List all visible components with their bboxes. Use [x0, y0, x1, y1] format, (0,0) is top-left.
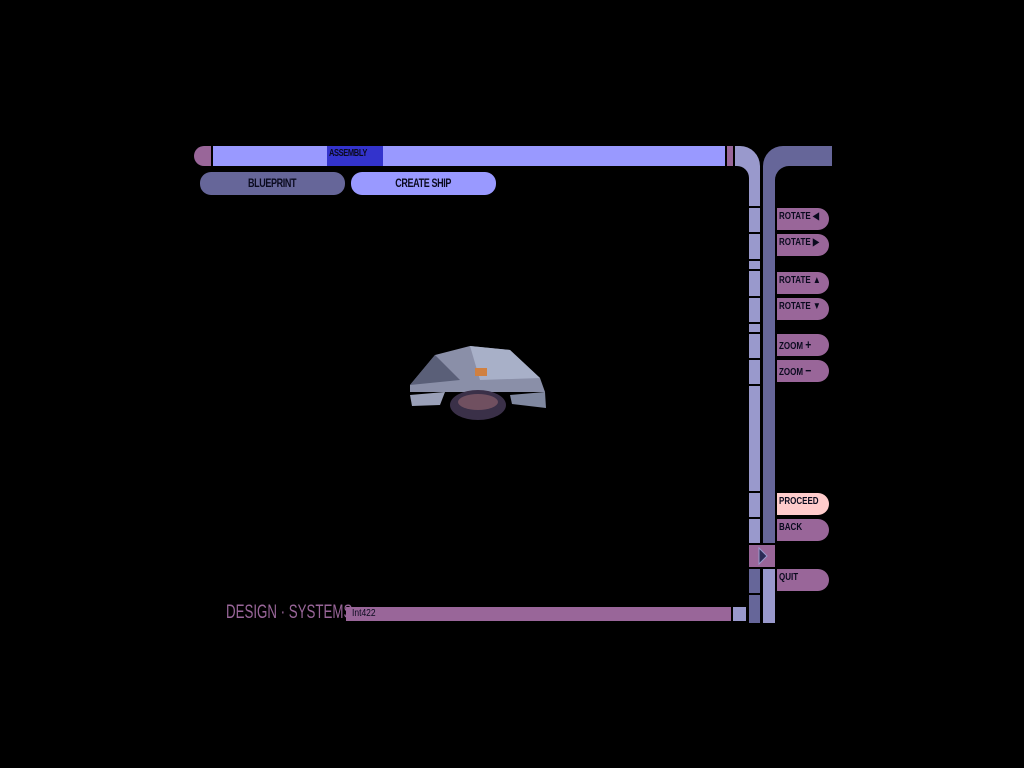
- zoom-in-label: ZOOM +: [779, 337, 812, 352]
- blueprint-label: BLUEPRINT: [248, 176, 297, 190]
- rotate-right-button[interactable]: ROTATE ▶: [777, 234, 829, 256]
- column-segment: [749, 208, 760, 232]
- column-segment: [749, 298, 760, 322]
- triangle-down-icon: ▼: [812, 301, 821, 312]
- column-segment: [749, 184, 760, 206]
- ship-model-viewport[interactable]: [400, 340, 550, 425]
- zoom-out-label: ZOOM −: [779, 363, 812, 378]
- column-segment: [749, 360, 760, 384]
- triangle-left-icon: ◀: [812, 211, 820, 222]
- column-segment: [749, 234, 760, 259]
- plus-icon: +: [805, 337, 812, 352]
- top-bar-cap: [194, 146, 211, 166]
- status-bar: Int422: [346, 607, 731, 621]
- proceed-button[interactable]: PROCEED: [777, 493, 829, 515]
- quit-label: QUIT: [779, 572, 799, 583]
- column-segment: [749, 519, 760, 543]
- rotate-down-button[interactable]: ROTATE ▼: [777, 298, 829, 320]
- quit-button[interactable]: QUIT: [777, 569, 829, 591]
- rotate-right-label: ROTATE ▶: [779, 237, 820, 248]
- column-segment: [749, 595, 760, 623]
- rotate-up-button[interactable]: ROTATE ▲: [777, 272, 829, 294]
- status-text: Int422: [352, 608, 376, 619]
- column-segment: [749, 324, 760, 332]
- play-button[interactable]: [749, 545, 775, 567]
- rotate-left-label: ROTATE ◀: [779, 211, 820, 222]
- minus-icon: −: [805, 363, 812, 378]
- create-ship-label: CREATE SHIP: [395, 176, 452, 190]
- triangle-up-icon: ▲: [812, 275, 821, 286]
- column-segment: [749, 386, 760, 491]
- column-segment: [749, 334, 760, 358]
- column-segment: [749, 569, 760, 593]
- column-segment: [749, 271, 760, 296]
- triangle-right-icon: ▶: [812, 237, 820, 248]
- brand-title: DESIGN · SYSTEMS: [226, 602, 353, 623]
- top-bar: [213, 146, 725, 166]
- tab-assembly-label: ASSEMBLY: [329, 148, 367, 159]
- create-ship-button[interactable]: CREATE SHIP: [351, 172, 496, 195]
- rotate-left-button[interactable]: ROTATE ◀: [777, 208, 829, 230]
- left-elbow-inner: [735, 166, 749, 184]
- status-bar-end: [733, 607, 746, 621]
- column-segment: [763, 569, 775, 623]
- rotate-up-label: ROTATE ▲: [779, 275, 821, 286]
- rotate-down-label: ROTATE ▼: [779, 301, 821, 312]
- back-button[interactable]: BACK: [777, 519, 829, 541]
- proceed-label: PROCEED: [779, 496, 819, 507]
- top-bar-accent: [727, 146, 733, 166]
- column-segment: [749, 261, 760, 269]
- play-icon: [758, 546, 768, 566]
- tab-assembly[interactable]: ASSEMBLY: [327, 146, 383, 166]
- zoom-in-button[interactable]: ZOOM +: [777, 334, 829, 356]
- back-label: BACK: [779, 522, 803, 533]
- right-elbow-inner: [775, 166, 832, 186]
- column-segment: [749, 493, 760, 517]
- blueprint-button[interactable]: BLUEPRINT: [200, 172, 345, 195]
- column-segment: [763, 186, 775, 543]
- zoom-out-button[interactable]: ZOOM −: [777, 360, 829, 382]
